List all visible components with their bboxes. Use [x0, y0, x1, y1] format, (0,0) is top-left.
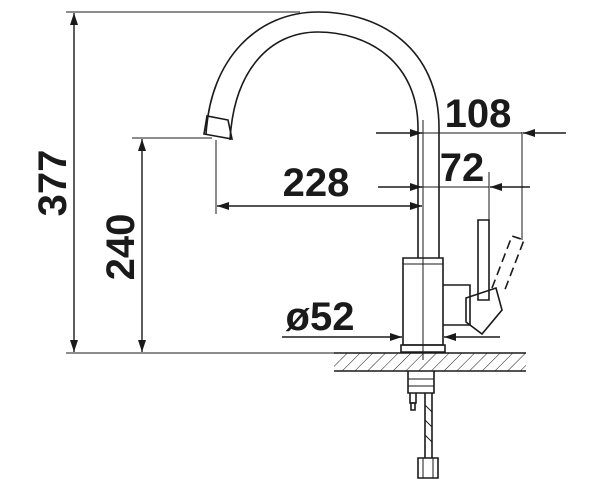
supply-hose — [424, 393, 433, 458]
bolt-tip — [410, 402, 416, 411]
label-spout-reach: 228 — [283, 161, 350, 205]
label-total-height: 377 — [31, 150, 75, 217]
lever-open-dashed — [491, 234, 526, 293]
label-base-diameter: ø52 — [286, 295, 355, 339]
hose-braid-2 — [424, 419, 433, 428]
countertop-hatch — [334, 353, 526, 371]
lever-housing — [443, 284, 471, 326]
aerator — [203, 115, 234, 140]
extension-lines — [66, 11, 523, 354]
hose-braid-3 — [424, 434, 433, 443]
mounting-shank — [407, 371, 435, 394]
dimension-lines — [70, 13, 566, 352]
label-lever-open-reach: 108 — [445, 92, 512, 136]
mounting-bolt — [409, 393, 417, 404]
mounting-hardware — [407, 371, 439, 479]
countertop — [334, 352, 526, 372]
base-ring — [400, 344, 446, 353]
label-lever-reach: 72 — [440, 146, 485, 190]
spout-outer-edge — [205, 11, 440, 258]
spout-inner-edge — [229, 31, 419, 258]
label-spout-height: 240 — [99, 214, 143, 281]
hose-connector-nut — [417, 457, 439, 479]
hose-braid-1 — [424, 404, 433, 413]
dimension-labels: 377 240 228 108 72 ø52 — [31, 92, 511, 339]
lever-joint — [465, 286, 503, 336]
lever-closed — [477, 219, 490, 301]
faucet-outline — [203, 11, 526, 353]
